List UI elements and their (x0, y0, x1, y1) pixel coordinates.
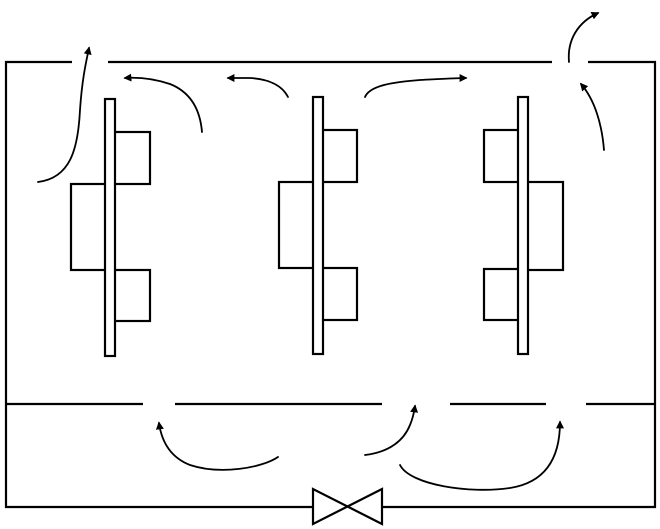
airflow-arrows (37, 11, 605, 491)
airflow-arrow-icon (399, 420, 564, 491)
airflow-arrow-icon (364, 74, 468, 98)
rack-card (482, 128, 523, 184)
rack-card (110, 130, 152, 186)
rack-card (318, 266, 359, 322)
airflow-arrow-icon (123, 73, 203, 133)
component-rack-right (482, 95, 565, 356)
enclosure (4, 60, 657, 509)
valve-body (311, 487, 384, 526)
rack-block (525, 180, 565, 272)
airflow-arrow-icon (226, 74, 289, 98)
component-rack-left (69, 97, 152, 358)
rack-block (277, 180, 317, 270)
rack-board (103, 97, 117, 358)
airflow-arrow-icon (579, 82, 605, 151)
enclosure-top-left-segment (4, 60, 312, 509)
enclosure-top-right-segment (382, 60, 657, 509)
airflow-arrow-icon (155, 421, 279, 471)
airflow-arrow-icon (37, 46, 92, 183)
valve-icon (311, 487, 384, 526)
rack-card (110, 268, 152, 323)
rack-block (69, 182, 110, 272)
component-rack-center (277, 95, 359, 356)
rack-card (482, 267, 523, 322)
rack-board (311, 95, 325, 356)
airflow-arrow-icon (567, 11, 600, 63)
airflow-arrow-icon (364, 404, 419, 456)
rack-card (318, 128, 359, 184)
rack-board (516, 95, 530, 356)
